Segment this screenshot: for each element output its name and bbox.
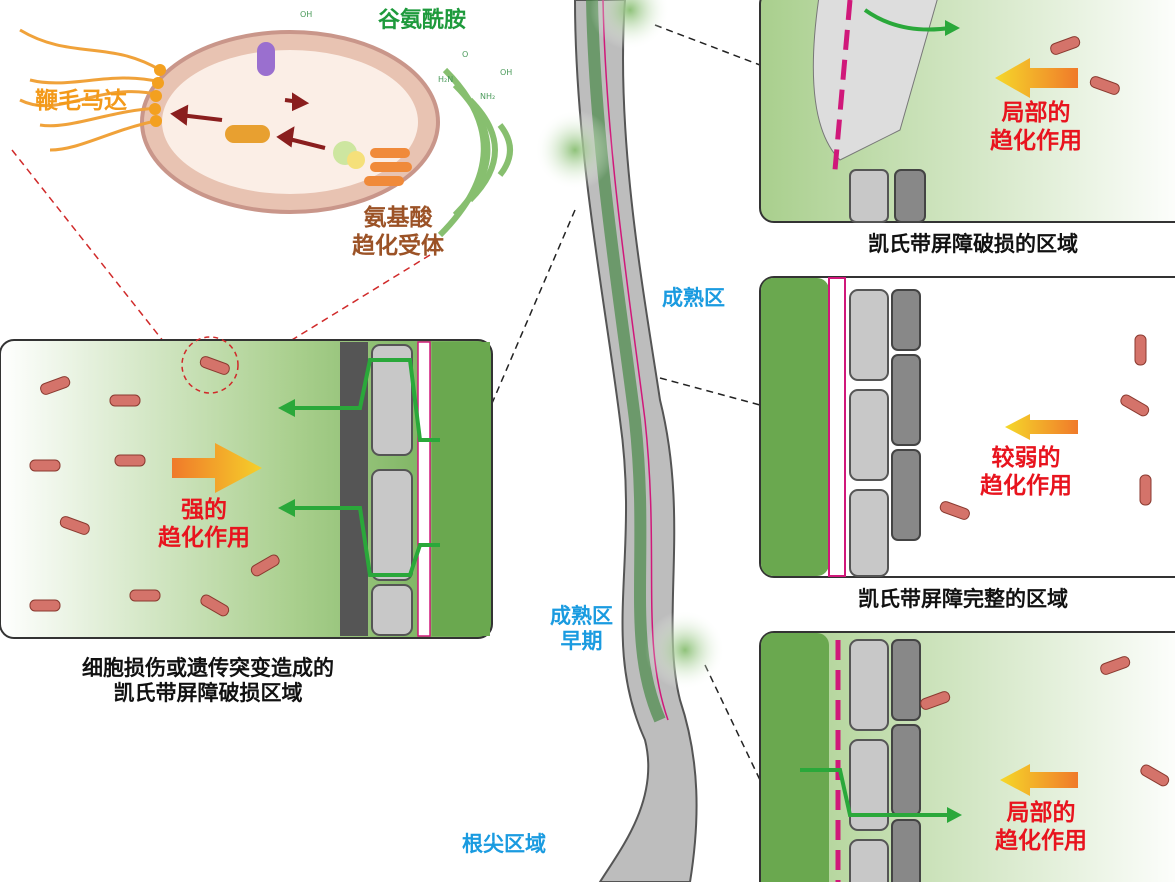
- chem-label-oh: OH: [300, 10, 313, 19]
- bottom-local-line1: 局部的: [1006, 800, 1076, 826]
- receptor-label-line1: 氨基酸: [363, 205, 433, 231]
- bacteria: [29, 36, 1170, 787]
- bacterium-cell: [19, 28, 440, 214]
- strong-line1: 强的: [181, 497, 227, 523]
- right-panels-graphic: [759, 0, 1175, 882]
- left-panel-caption: 细胞损伤或遗传突变造成的凯氏带屏障破损区域: [82, 656, 334, 706]
- weak-line2: 趋化作用: [980, 472, 1072, 499]
- receptor-label-line2: 趋化受体: [352, 232, 444, 259]
- connector-lines: [489, 24, 761, 781]
- bottom-local-chemotaxis-label: 局部的趋化作用: [995, 800, 1087, 855]
- flagellar-motor-label: 鞭毛马达: [35, 88, 127, 114]
- left-caption-line2: 凯氏带屏障破损区域: [113, 681, 303, 706]
- weak-line1: 较弱的: [991, 445, 1061, 471]
- bottom-local-line2: 趋化作用: [995, 827, 1087, 854]
- weak-chemotaxis-label: 较弱的趋化作用: [980, 445, 1072, 500]
- early-mature-zone-label: 成熟区早期: [550, 604, 613, 654]
- zoom-lines-red: [11, 149, 431, 376]
- top-panel-caption: 凯氏带屏障破损的区域: [868, 232, 1078, 256]
- chem-label-h2n: H₂N: [438, 75, 454, 84]
- receptor-label: 氨基酸趋化受体: [352, 205, 444, 260]
- early-mature-line1: 成熟区: [550, 604, 613, 628]
- strong-chemotaxis-label: 强的趋化作用: [158, 497, 250, 552]
- early-mature-line2: 早期: [560, 629, 603, 654]
- signal-waves: [437, 67, 513, 238]
- top-local-line1: 局部的: [1001, 100, 1071, 126]
- mature-zone-label: 成熟区: [662, 286, 725, 310]
- top-local-chemotaxis-label: 局部的趋化作用: [990, 100, 1082, 155]
- chem-label-nh2: NH₂: [480, 92, 496, 101]
- middle-panel-caption: 凯氏带屏障完整的区域: [858, 587, 1068, 611]
- left-caption-line1: 细胞损伤或遗传突变造成的: [82, 656, 334, 680]
- chem-label-o: O: [462, 50, 469, 59]
- root: [535, 0, 725, 882]
- top-local-line2: 趋化作用: [990, 127, 1082, 154]
- left-panel-graphic: [0, 336, 493, 639]
- root-tip-label: 根尖区域: [462, 832, 546, 856]
- glutamine-label: 谷氨酰胺: [378, 8, 467, 33]
- chem-label-oh-2: OH: [500, 68, 513, 77]
- strong-line2: 趋化作用: [158, 524, 250, 551]
